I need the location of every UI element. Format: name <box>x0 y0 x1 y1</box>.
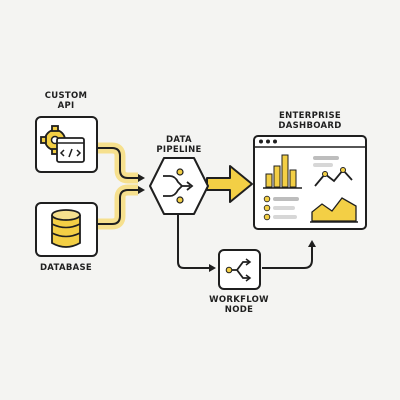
pipeline-to-dashboard-arrow <box>206 165 253 203</box>
api-to-pipeline-connector <box>97 142 145 184</box>
custom-api-label: CUSTOM API <box>26 91 106 111</box>
workflow-node-label-line1: WORKFLOW <box>209 295 269 305</box>
bar-chart-icon <box>263 154 302 189</box>
merge-arrows-icon <box>163 168 194 204</box>
enterprise-dashboard-label-line1: ENTERPRISE <box>279 111 341 121</box>
database-node <box>35 202 98 257</box>
line-chart-icon <box>314 167 353 187</box>
database-to-pipeline-connector <box>97 184 145 230</box>
window-dots-icon <box>259 139 277 144</box>
workflow-node-label: WORKFLOW NODE <box>199 295 279 315</box>
data-pipeline-label-line2: PIPELINE <box>156 145 202 155</box>
text-lines-placeholder <box>313 156 339 167</box>
workflow-to-dashboard-connector <box>262 240 316 269</box>
enterprise-dashboard-label-line2: DASHBOARD <box>278 121 342 131</box>
workflow-node <box>218 249 261 290</box>
workflow-node-label-line2: NODE <box>224 305 254 315</box>
custom-api-node <box>35 116 98 173</box>
split-arrows-icon <box>225 258 252 282</box>
database-label: DATABASE <box>26 263 106 273</box>
area-chart-icon <box>310 197 358 223</box>
data-pipeline-label: DATA PIPELINE <box>139 135 219 155</box>
list-items-icon <box>263 195 299 221</box>
custom-api-label-line1: CUSTOM <box>44 91 88 101</box>
pipeline-to-workflow-connector <box>177 213 216 272</box>
enterprise-dashboard-node <box>253 135 367 230</box>
enterprise-dashboard-label: ENTERPRISE DASHBOARD <box>264 111 356 131</box>
database-label-line1: DATABASE <box>39 263 93 273</box>
data-pipeline-label-line1: DATA <box>166 135 192 145</box>
data-pipeline-node <box>149 157 209 215</box>
database-icon <box>51 209 81 248</box>
custom-api-label-line2: API <box>57 101 75 111</box>
code-window-icon <box>56 137 85 163</box>
